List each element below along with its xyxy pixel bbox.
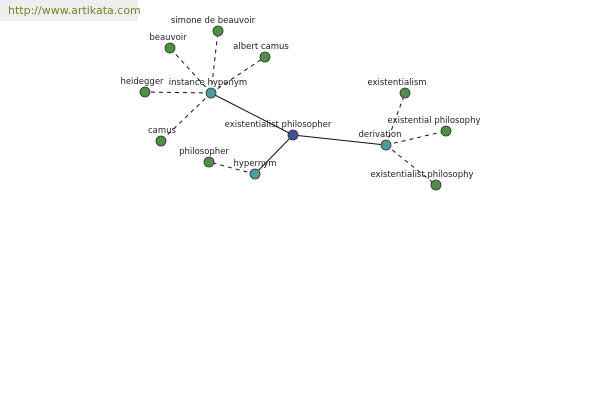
edge-center-inst bbox=[210, 92, 294, 136]
node-camus[interactable]: camus bbox=[148, 126, 177, 147]
node-label-deriv[interactable]: derivation bbox=[358, 130, 401, 140]
edge-inst-beauvoir bbox=[169, 47, 212, 94]
edge-center-hyper bbox=[254, 134, 294, 175]
edge-inst-simone bbox=[210, 30, 219, 94]
node-label-center[interactable]: existentialist philosopher bbox=[225, 120, 332, 130]
node-label-heidegger[interactable]: heidegger bbox=[120, 77, 164, 87]
node-dot-hyper[interactable] bbox=[249, 168, 261, 180]
edge-deriv-existphil bbox=[385, 144, 437, 186]
edge-inst-camus2 bbox=[210, 56, 266, 94]
node-inst[interactable]: instance hyponym bbox=[169, 78, 247, 99]
node-dot-existphil[interactable] bbox=[430, 179, 442, 191]
node-label-camus[interactable]: camus bbox=[148, 126, 177, 136]
node-heidegger[interactable]: heidegger bbox=[120, 77, 164, 98]
node-philosopher[interactable]: philosopher bbox=[179, 147, 229, 168]
node-label-simone[interactable]: simone de beauvoir bbox=[171, 16, 256, 26]
edge-inst-camus bbox=[160, 92, 212, 142]
node-deriv[interactable]: derivation bbox=[358, 130, 402, 151]
nodes-layer: existentialist philosopher instance hypon… bbox=[120, 16, 481, 191]
edge-inst-heidegger bbox=[144, 91, 212, 94]
node-dot-philosopher[interactable] bbox=[203, 156, 215, 168]
node-label-philosopher[interactable]: philosopher bbox=[179, 147, 229, 157]
node-simone[interactable]: simone de beauvoir bbox=[171, 16, 256, 37]
node-existphil[interactable]: existentialist philosophy bbox=[370, 170, 474, 191]
node-hyper[interactable]: hypernym bbox=[233, 159, 277, 180]
node-dot-deriv[interactable] bbox=[380, 139, 392, 151]
node-dot-center[interactable] bbox=[287, 129, 299, 141]
node-dot-camus2[interactable] bbox=[259, 51, 271, 63]
node-label-inst[interactable]: instance hyponym bbox=[169, 78, 247, 88]
node-label-existphil[interactable]: existentialist philosophy bbox=[370, 170, 473, 180]
node-dot-exphil[interactable] bbox=[440, 125, 452, 137]
edge-center-deriv bbox=[292, 134, 387, 146]
node-dot-camus[interactable] bbox=[155, 135, 167, 147]
edge-deriv-existentialism bbox=[385, 92, 406, 146]
node-beauvoir[interactable]: beauvoir bbox=[149, 33, 187, 54]
node-center[interactable]: existentialist philosopher bbox=[225, 120, 332, 141]
node-camus2[interactable]: albert camus bbox=[233, 42, 289, 63]
node-dot-heidegger[interactable] bbox=[139, 86, 151, 98]
source-url[interactable]: http://www.artikata.com bbox=[0, 0, 141, 21]
node-label-existentialism[interactable]: existentialism bbox=[367, 78, 426, 88]
node-dot-inst[interactable] bbox=[205, 87, 217, 99]
node-label-hyper[interactable]: hypernym bbox=[233, 159, 276, 169]
node-label-exphil[interactable]: existential philosophy bbox=[388, 116, 481, 126]
edges-layer bbox=[144, 30, 447, 186]
node-label-camus2[interactable]: albert camus bbox=[233, 42, 289, 52]
node-label-beauvoir[interactable]: beauvoir bbox=[149, 33, 187, 43]
edge-deriv-exphil bbox=[385, 130, 447, 146]
node-dot-simone[interactable] bbox=[212, 25, 224, 37]
node-dot-beauvoir[interactable] bbox=[164, 42, 176, 54]
node-existentialism[interactable]: existentialism bbox=[367, 78, 427, 99]
node-dot-existentialism[interactable] bbox=[399, 87, 411, 99]
node-exphil[interactable]: existential philosophy bbox=[388, 116, 481, 137]
